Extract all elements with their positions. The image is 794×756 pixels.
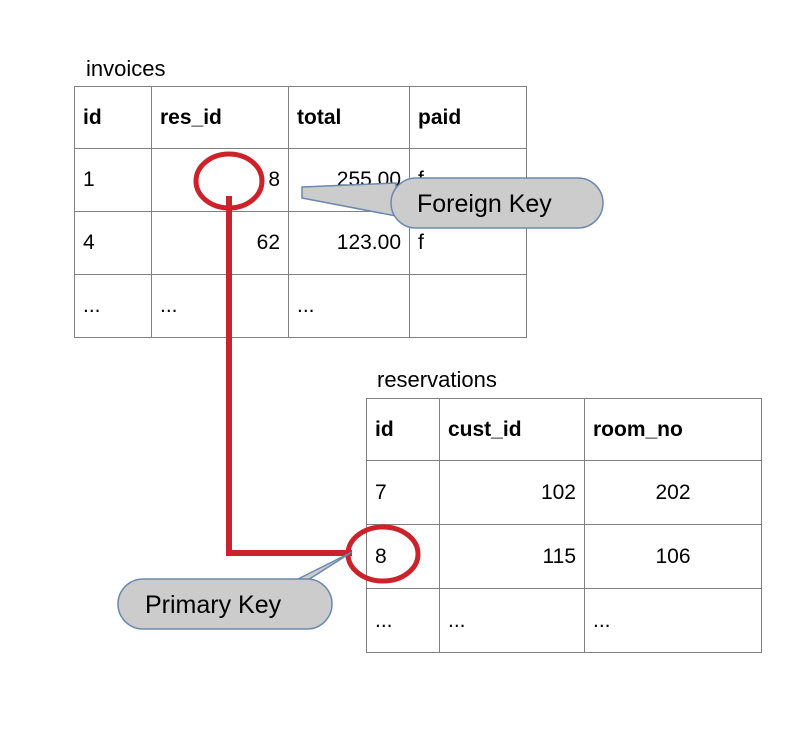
reservations-cell-id: 7 [366, 460, 440, 525]
invoices-header-paid: paid [409, 86, 527, 149]
table-row: 7 102 202 [366, 460, 762, 525]
invoices-cell-id: 1 [74, 148, 152, 212]
reservations-cell-room-no: 202 [584, 460, 762, 525]
table-header-row: id res_id total paid [74, 86, 527, 149]
reservations-header-id: id [366, 398, 440, 461]
invoices-cell-id: 4 [74, 211, 152, 275]
invoices-cell-id: ... [74, 274, 152, 338]
invoices-header-res-id: res_id [151, 86, 289, 149]
reservations-header-cust-id: cust_id [439, 398, 585, 461]
reservations-cell-cust-id: ... [439, 588, 585, 653]
table-header-row: id cust_id room_no [366, 398, 762, 461]
invoices-cell-res-id: 62 [151, 211, 289, 275]
reservations-table-title: reservations [377, 367, 497, 392]
invoices-header-total: total [288, 86, 410, 149]
foreign-key-callout-label: Foreign Key [417, 190, 552, 218]
invoices-cell-total: ... [288, 274, 410, 338]
reservations-cell-room-no: ... [584, 588, 762, 653]
reservations-table: id cust_id room_no 7 102 202 8 115 106 .… [366, 398, 762, 653]
invoices-cell-res-id: 8 [151, 148, 289, 212]
invoices-header-id: id [74, 86, 152, 149]
invoices-cell-total: 255.00 [288, 148, 410, 212]
table-row: 8 115 106 [366, 524, 762, 589]
invoices-cell-total: 123.00 [288, 211, 410, 275]
invoices-cell-paid: f [409, 211, 527, 275]
primary-key-callout-label: Primary Key [145, 591, 282, 619]
table-row: 4 62 123.00 f [74, 211, 527, 275]
table-row: ... ... ... [74, 274, 527, 338]
table-row: ... ... ... [366, 588, 762, 653]
reservations-cell-room-no: 106 [584, 524, 762, 589]
reservations-cell-id: ... [366, 588, 440, 653]
invoices-cell-res-id: ... [151, 274, 289, 338]
invoices-cell-paid [409, 274, 527, 338]
reservations-cell-id: 8 [366, 524, 440, 589]
reservations-header-room-no: room_no [584, 398, 762, 461]
reservations-cell-cust-id: 115 [439, 524, 585, 589]
invoices-table-title: invoices [86, 56, 166, 81]
reservations-cell-cust-id: 102 [439, 460, 585, 525]
